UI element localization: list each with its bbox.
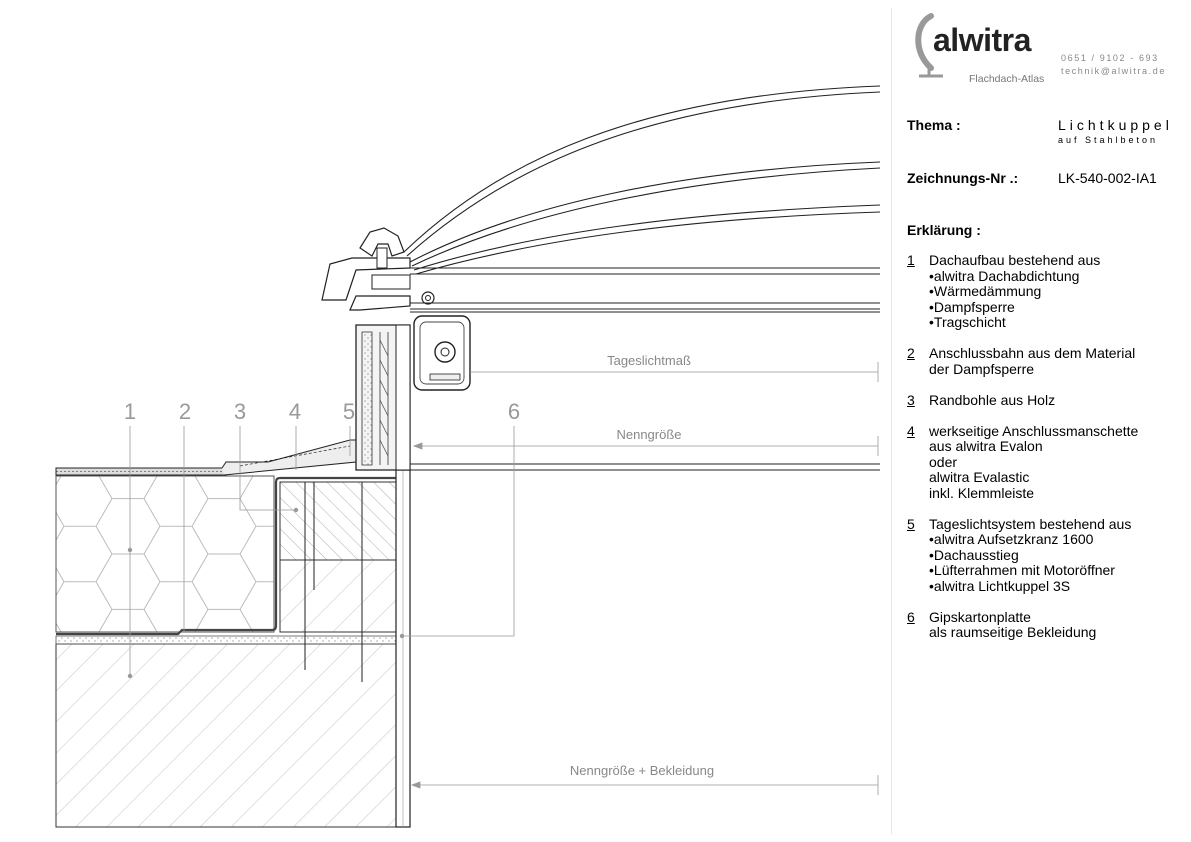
brand-name: alwitra (933, 22, 1031, 58)
legend-item: 5 Tageslichtsystem bestehend aus alwitra… (907, 515, 1187, 595)
legend-bullet: Dachausstieg (929, 547, 1187, 564)
legend-item: 2 Anschlussbahn aus dem Material der Dam… (907, 345, 1187, 377)
legend-line: oder (929, 453, 958, 470)
legend-bullet: alwitra Aufsetzkranz 1600 (929, 531, 1187, 548)
section-drawing: Tageslichtmaß Nenngröße Nenngröße + Bekl… (55, 85, 881, 828)
legend-bullet: alwitra Lichtkuppel 3S (929, 578, 1187, 595)
dim-tageslicht-label: Tageslichtmaß (607, 353, 691, 368)
callout-4: 4 (289, 399, 301, 424)
legend-bullet: Dampfsperre (929, 299, 1187, 316)
legend-line: als raumseitige Bekleidung (929, 624, 1097, 640)
legend-item: 4 werkseitige Anschlussmanschette aus al… (907, 422, 1187, 502)
motor-opener (413, 315, 471, 391)
legend-number: 5 (907, 515, 915, 532)
dim-nenn-bekl-label: Nenngröße + Bekleidung (570, 763, 714, 778)
thema-subvalue: auf Stahlbeton (1058, 135, 1159, 145)
panel-divider (891, 8, 892, 834)
legend-title: Erklärung : (907, 222, 981, 238)
legend-bullet: alwitra Dachabdichtung (929, 268, 1187, 285)
thema-value-block: Lichtkuppel auf Stahlbeton (1058, 117, 1173, 145)
legend-number: 1 (907, 252, 915, 268)
dim-nenn-label: Nenngröße (616, 427, 681, 442)
drawing-number-label: Zeichnungs-Nr .: (907, 170, 1019, 186)
legend-item: 1 Dachaufbau bestehend aus alwitra Dacha… (907, 252, 1187, 331)
skylight-dome (403, 85, 881, 275)
legend-item: 6 Gipskartonplatte als raumseitige Bekle… (907, 608, 1187, 641)
legend-bullet: Tragschicht (929, 314, 1187, 331)
connection-strip (56, 476, 396, 636)
legend-number: 6 (907, 608, 915, 625)
callout-2: 2 (179, 399, 191, 424)
legend-text: Dachaufbau bestehend aus (929, 252, 1101, 268)
callout-dots (127, 507, 405, 679)
legend-item: 3 Randbohle aus Holz (907, 391, 1187, 409)
globe-logo-icon (915, 13, 943, 78)
contact-info: 0651 / 9102 - 693 technik@alwitra.de (1061, 52, 1166, 78)
connection-sleeve (221, 439, 357, 476)
thema-label: Thema : (907, 117, 961, 133)
legend-number: 2 (907, 345, 915, 361)
legend-number: 3 (907, 391, 915, 408)
legend-line: Anschlussbahn aus dem Material (929, 345, 1136, 361)
skylight-curb (355, 324, 411, 471)
concrete-slab (55, 635, 411, 828)
legend-line: aus alwitra Evalon (929, 438, 1043, 454)
legend-list: 1 Dachaufbau bestehend aus alwitra Dacha… (907, 252, 1187, 656)
dimension-lines (410, 362, 879, 795)
legend-line: Gipskartonplatte (929, 608, 1031, 625)
contact-phone: 0651 / 9102 - 693 (1061, 53, 1159, 63)
callout-5: 5 (343, 399, 355, 424)
drawing-number-value: LK-540-002-IA1 (1058, 170, 1157, 186)
frame-rails (410, 267, 880, 471)
roof-membrane (55, 467, 227, 476)
callout-numbers: 1 2 3 4 5 6 (124, 399, 520, 424)
title-block: alwitra Flachdach-Atlas 0651 / 9102 - 69… (893, 0, 1191, 842)
insulation-layer (55, 475, 275, 633)
legend-bullet: Wärmedämmung (929, 283, 1187, 300)
contact-email: technik@alwitra.de (1061, 66, 1166, 76)
alwitra-logo: alwitra Flachdach-Atlas (907, 10, 1047, 85)
callout-1: 1 (124, 399, 136, 424)
thema-value: Lichtkuppel (1058, 117, 1173, 133)
legend-line: werkseitige Anschlussmanschette (929, 422, 1139, 439)
legend-line: inkl. Klemmleiste (929, 484, 1035, 501)
frame-profile (321, 227, 435, 311)
wooden-edge-plank (279, 481, 397, 682)
legend-line: alwitra Evalastic (929, 469, 1030, 485)
callout-3: 3 (234, 399, 246, 424)
gypsum-board (395, 469, 411, 828)
legend-number: 4 (907, 422, 915, 439)
callout-6: 6 (508, 399, 520, 424)
legend-line: Randbohle aus Holz (929, 391, 1056, 408)
legend-text: Tageslichtsystem bestehend aus (929, 515, 1132, 532)
legend-line: der Dampfsperre (929, 360, 1035, 377)
brand-subtitle: Flachdach-Atlas (969, 73, 1045, 85)
legend-bullet: Lüfterrahmen mit Motoröffner (929, 562, 1187, 579)
